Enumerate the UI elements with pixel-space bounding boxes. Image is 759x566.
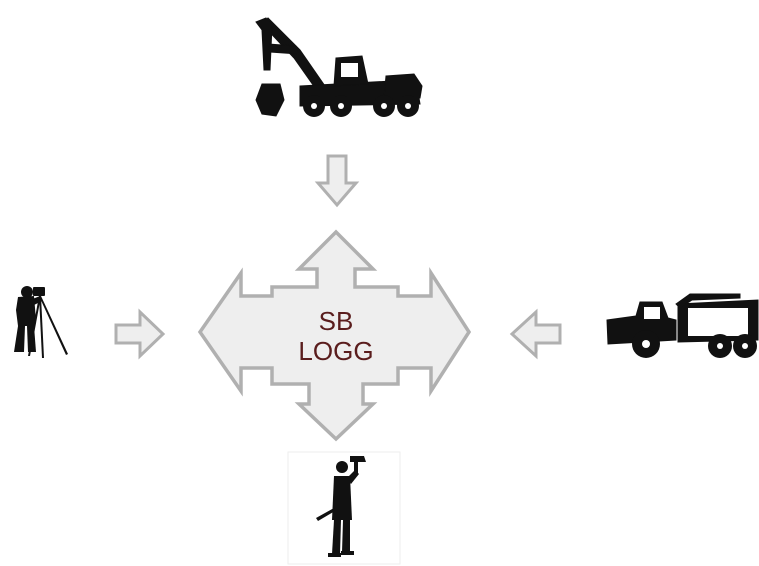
central-hub: SB LOGG: [197, 229, 472, 442]
harvester-icon: [255, 17, 423, 117]
arrow-left-from-forwarder: [509, 308, 562, 360]
arrow-down-from-harvester: [314, 154, 360, 208]
surveyor-icon: [14, 286, 68, 358]
four-way-arrow: [197, 229, 472, 442]
forwarder-icon: [606, 293, 759, 358]
hammer-marker-icon: [287, 451, 401, 565]
arrow-right-from-surveyor: [114, 308, 166, 360]
hub-label-line1: SB: [319, 306, 354, 336]
hub-label-line2: LOGG: [298, 336, 373, 366]
